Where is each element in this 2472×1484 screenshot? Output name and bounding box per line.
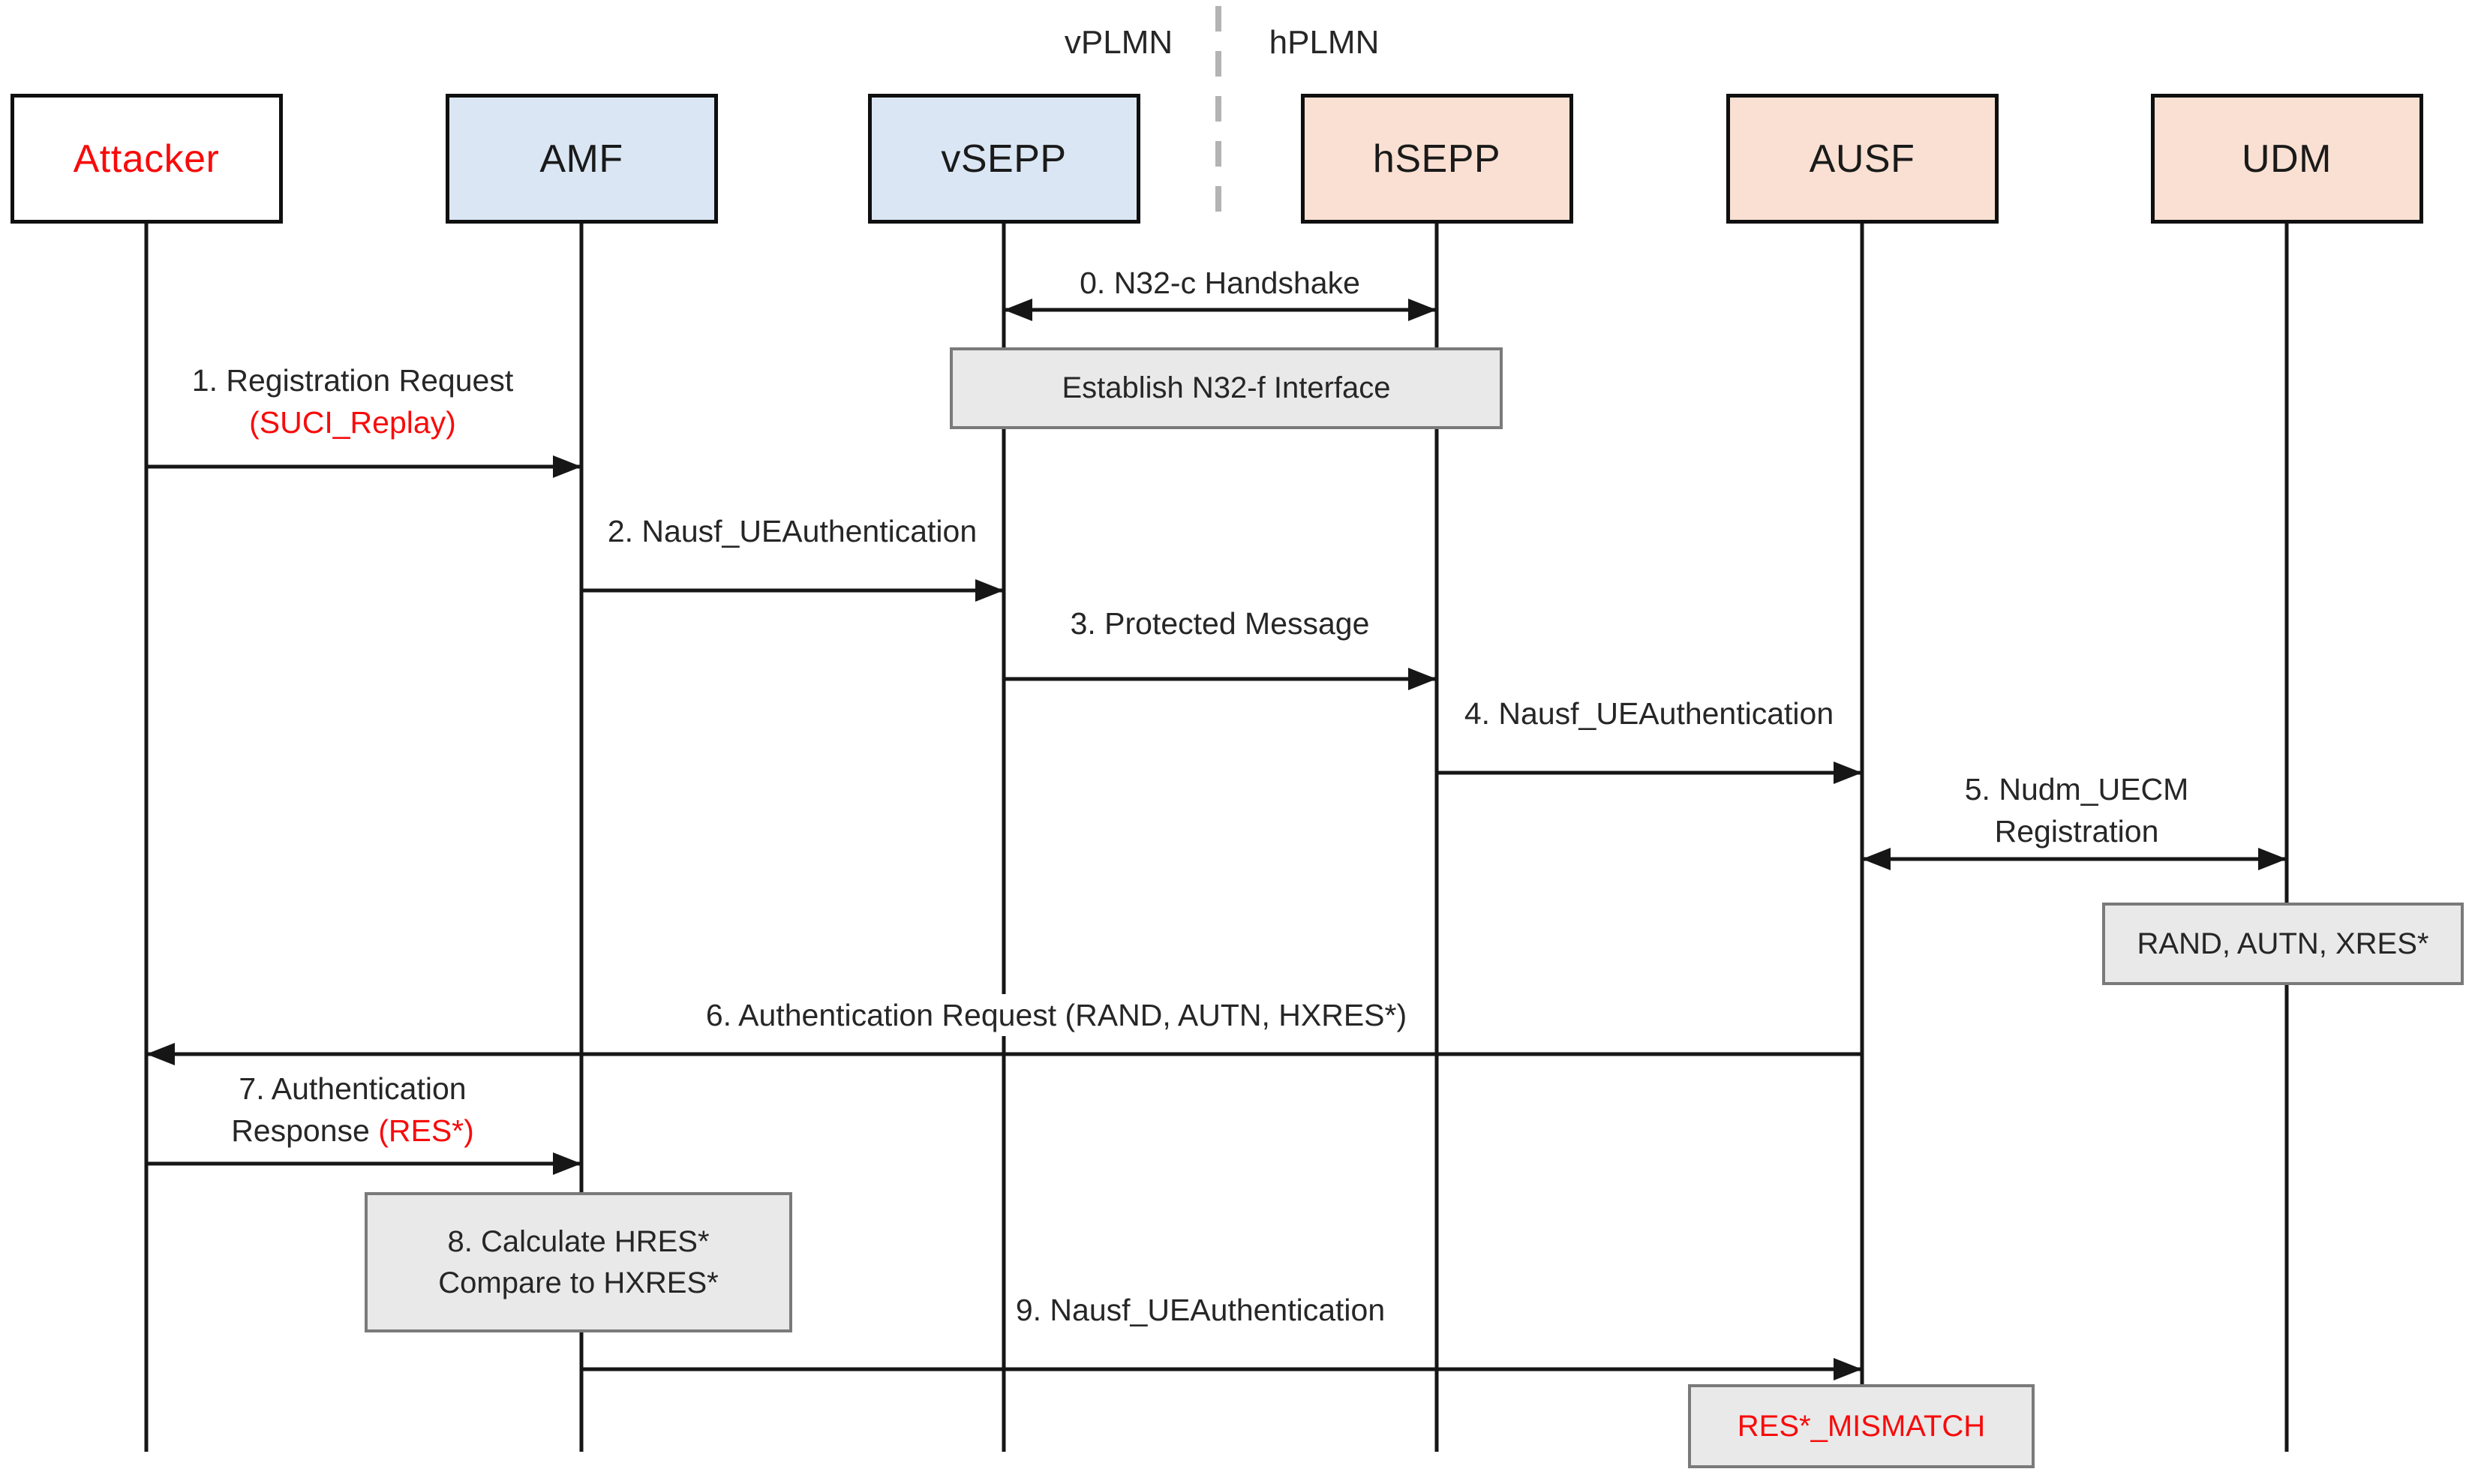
message-label-line: Registration	[1965, 810, 2188, 852]
actor-box-vsepp: vSEPP	[867, 94, 1140, 224]
actor-label-udm: UDM	[2242, 137, 2332, 181]
message-label-text: 2. Nausf_UEAuthentication	[607, 514, 978, 548]
note-res-mismatch: RES*_MISMATCH	[1688, 1384, 2035, 1468]
note-text: 8. Calculate HRES*	[447, 1224, 710, 1258]
message-label-line: 9. Nausf_UEAuthentication	[1016, 1289, 1385, 1331]
message-label-4: 4. Nausf_UEAuthentication	[1458, 692, 1840, 734]
actor-label-ausf: AUSF	[1809, 137, 1915, 181]
message-label-1: 1. Registration Request (SUCI_Replay)	[185, 359, 520, 443]
message-label-text: 1. Registration Request	[191, 363, 514, 398]
message-label-5: 5. Nudm_UECM Registration	[1958, 768, 2195, 852]
message-label-text: 9. Nausf_UEAuthentication	[1015, 1293, 1386, 1327]
message-label-line: 6. Authentication Request (RAND, AUTN, H…	[706, 994, 1407, 1036]
actor-box-amf: AMF	[445, 94, 718, 224]
note-calculate-hres: 8. Calculate HRES* Compare to HXRES*	[365, 1192, 792, 1332]
message-label-line: 7. Authentication	[231, 1068, 474, 1110]
message-label-text: Response	[231, 1113, 379, 1148]
message-label-line: Response (RES*)	[231, 1110, 474, 1152]
actor-box-udm: UDM	[2150, 94, 2423, 224]
message-label-line: 0. N32-c Handshake	[1080, 262, 1360, 304]
actor-box-hsepp: hSEPP	[1300, 94, 1573, 224]
actor-label-attacker: Attacker	[73, 137, 220, 181]
message-label-text: 5. Nudm_UECM	[1964, 772, 2189, 807]
actor-label-vsepp: vSEPP	[941, 137, 1067, 181]
message-label-line: 4. Nausf_UEAuthentication	[1464, 692, 1834, 734]
message-label-text: 7. Authentication	[239, 1071, 467, 1106]
message-label-6: 6. Authentication Request (RAND, AUTN, H…	[699, 994, 1413, 1036]
actor-label-amf: AMF	[539, 137, 623, 181]
message-label-text: 3. Protected Message	[1070, 606, 1370, 641]
message-label-9: 9. Nausf_UEAuthentication	[1009, 1289, 1392, 1331]
message-label-text: 0. N32-c Handshake	[1080, 266, 1360, 300]
message-label-line: 3. Protected Message	[1071, 602, 1370, 644]
note-text: Compare to HXRES*	[438, 1266, 719, 1299]
message-label-line: (SUCI_Replay)	[192, 401, 513, 443]
message-label-line: 1. Registration Request	[192, 359, 513, 401]
actor-box-ausf: AUSF	[1726, 94, 1999, 224]
note-text-line: 8. Calculate HRES*	[447, 1221, 709, 1263]
actor-box-attacker: Attacker	[10, 94, 283, 224]
region-label-vplmn: vPLMN	[1064, 24, 1173, 61]
message-label-3: 3. Protected Message	[1064, 602, 1376, 644]
note-establish-n32f: Establish N32-f Interface	[950, 347, 1503, 429]
note-text-line: RAND, AUTN, XRES*	[2137, 924, 2429, 965]
message-label-text: Registration	[1994, 814, 2159, 849]
message-label-line: 5. Nudm_UECM	[1965, 768, 2188, 810]
note-text-line: Establish N32-f Interface	[1062, 368, 1391, 409]
note-text-red: RES*_MISMATCH	[1737, 1409, 1986, 1443]
note-text-line: RES*_MISMATCH	[1738, 1406, 1985, 1447]
note-text: RAND, AUTN, XRES*	[2137, 927, 2429, 960]
message-label-text: 6. Authentication Request (RAND, AUTN, H…	[705, 998, 1407, 1032]
region-label-hplmn: hPLMN	[1269, 24, 1380, 61]
message-label-text-red: (SUCI_Replay)	[249, 405, 456, 440]
message-label-line: 2. Nausf_UEAuthentication	[608, 510, 977, 552]
message-label-text: 4. Nausf_UEAuthentication	[1464, 696, 1834, 731]
message-label-0: 0. N32-c Handshake	[1074, 262, 1366, 304]
message-label-text-red: (RES*)	[378, 1113, 474, 1148]
note-text-line: Compare to HXRES*	[438, 1263, 718, 1304]
actor-label-hsepp: hSEPP	[1372, 137, 1501, 181]
message-label-2: 2. Nausf_UEAuthentication	[601, 510, 984, 552]
note-text: Establish N32-f Interface	[1062, 371, 1391, 404]
note-rand-autn-xres: RAND, AUTN, XRES*	[2102, 903, 2464, 985]
